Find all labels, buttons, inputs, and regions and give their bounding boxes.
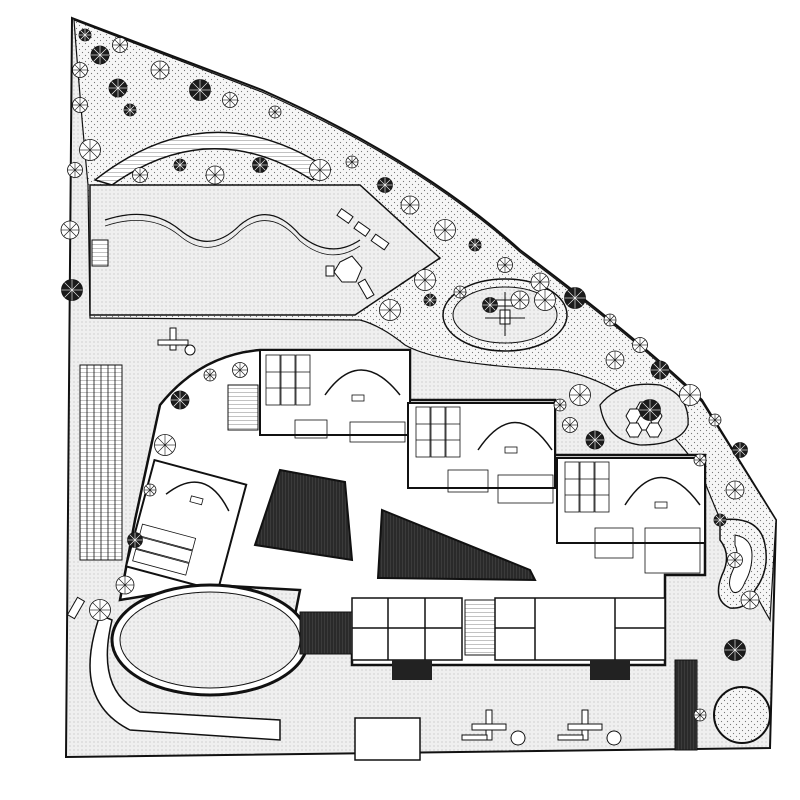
atrium-right (376, 508, 537, 582)
tree-icon (534, 289, 556, 311)
atrium-left (253, 468, 354, 562)
tree-icon (143, 483, 157, 497)
tree-icon (115, 575, 135, 595)
lawn-steps (91, 239, 109, 267)
tree-icon (468, 238, 482, 252)
tree-icon (724, 639, 746, 661)
tree-icon (61, 279, 83, 301)
tree-icon (309, 159, 331, 181)
tree-icon (379, 299, 401, 321)
tree-icon (232, 362, 248, 378)
tree-icon (345, 155, 359, 169)
tree-icon (222, 92, 238, 108)
tree-icon (639, 399, 661, 421)
tree-icon (108, 78, 128, 98)
tree-icon (189, 79, 211, 101)
tree-icon (205, 165, 225, 185)
tree-icon (564, 287, 586, 309)
tree-icon (713, 513, 727, 527)
tree-icon (78, 28, 92, 42)
tree-icon (79, 139, 101, 161)
tree-icon (67, 162, 83, 178)
tree-icon (453, 285, 467, 299)
tree-icon (740, 590, 760, 610)
tree-icon (732, 442, 748, 458)
tree-icon (252, 157, 268, 173)
tree-icon (725, 480, 745, 500)
main-building (110, 348, 707, 751)
tree-icon (562, 417, 578, 433)
tree-icon (693, 708, 707, 722)
tree-icon (553, 398, 567, 412)
gate-house (354, 717, 421, 761)
tree-icon (679, 384, 701, 406)
curved-track (89, 614, 281, 741)
tree-icon (132, 167, 148, 183)
tree-icon (150, 60, 170, 80)
tree-icon (727, 552, 743, 568)
tree-icon (203, 368, 217, 382)
tree-icon (60, 220, 80, 240)
tree-icon (632, 337, 648, 353)
tree-icon (497, 257, 513, 273)
oval-garden (442, 278, 568, 352)
tree-icon (90, 45, 110, 65)
play-structure-west (66, 327, 196, 620)
tree-icon (173, 158, 187, 172)
tree-icon (569, 384, 591, 406)
tree-icon (414, 269, 436, 291)
tree-icon (603, 313, 617, 327)
play-structure-lawn (325, 208, 390, 300)
tree-icon (650, 360, 670, 380)
tree-icon (268, 105, 282, 119)
play-structure-south (461, 709, 622, 746)
tree-icon (377, 177, 393, 193)
tree-icon (693, 453, 707, 467)
tree-icon (72, 97, 88, 113)
tree-icon (585, 430, 605, 450)
tree-icon (89, 599, 111, 621)
tree-icon (154, 434, 176, 456)
tree-icon (400, 195, 420, 215)
tree-icon (170, 390, 190, 410)
sand-pit (713, 686, 771, 744)
winding-path (104, 213, 361, 250)
tree-icon (510, 290, 530, 310)
winding-path-edge (104, 220, 361, 256)
tree-group (60, 28, 760, 722)
tree-icon (112, 37, 128, 53)
tree-icon (123, 103, 137, 117)
tree-icon (423, 293, 437, 307)
tree-icon (127, 532, 143, 548)
tree-icon (434, 219, 456, 241)
tree-icon (605, 350, 625, 370)
tree-icon (482, 297, 498, 313)
tree-icon (708, 413, 722, 427)
tree-icon (72, 62, 88, 78)
tree-icon (530, 272, 550, 292)
